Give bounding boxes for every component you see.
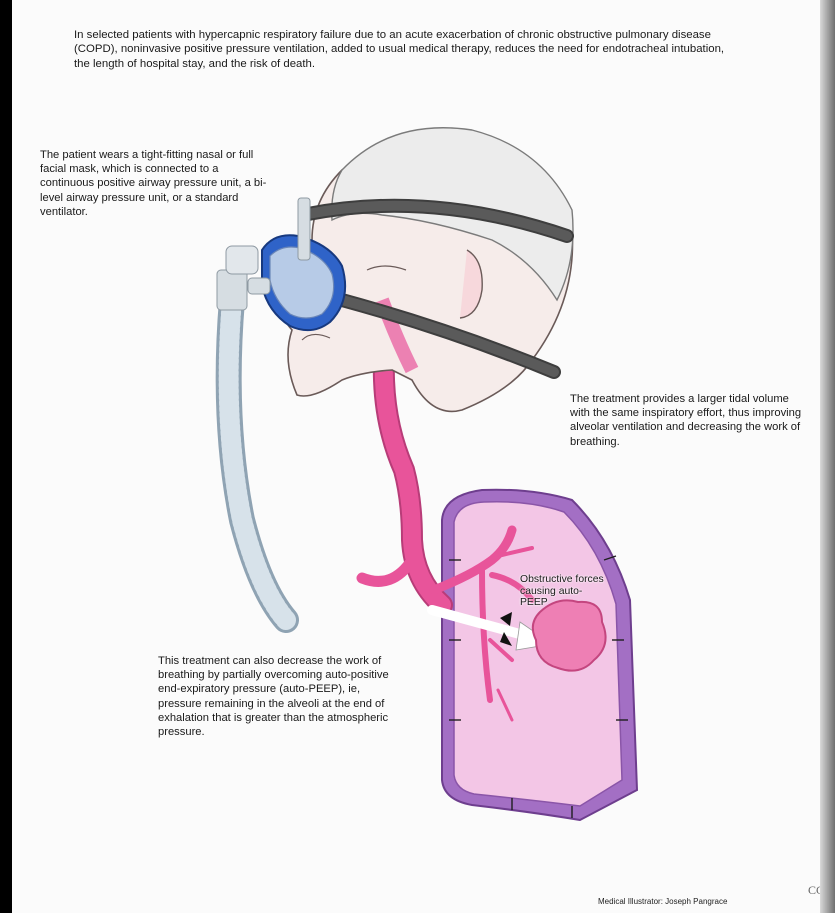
intro-paragraph: In selected patients with hypercapnic re… [74, 28, 734, 71]
illustration-panel: In selected patients with hypercapnic re… [12, 0, 820, 913]
page-edge [820, 0, 835, 913]
niv-illustration [12, 0, 820, 913]
mask-label: The patient wears a tight-fitting nasal … [40, 148, 268, 219]
alveolus [533, 600, 606, 670]
obstructive-forces-label: Obstructive forces causing auto-PEEP [520, 574, 610, 609]
illustrator-credit: Medical Illustrator: Joseph Pangrace [598, 897, 727, 907]
tidal-volume-label: The treatment provides a larger tidal vo… [570, 392, 802, 449]
auto-peep-label: This treatment can also decrease the wor… [158, 654, 406, 739]
corner-mark: CC [808, 883, 820, 897]
